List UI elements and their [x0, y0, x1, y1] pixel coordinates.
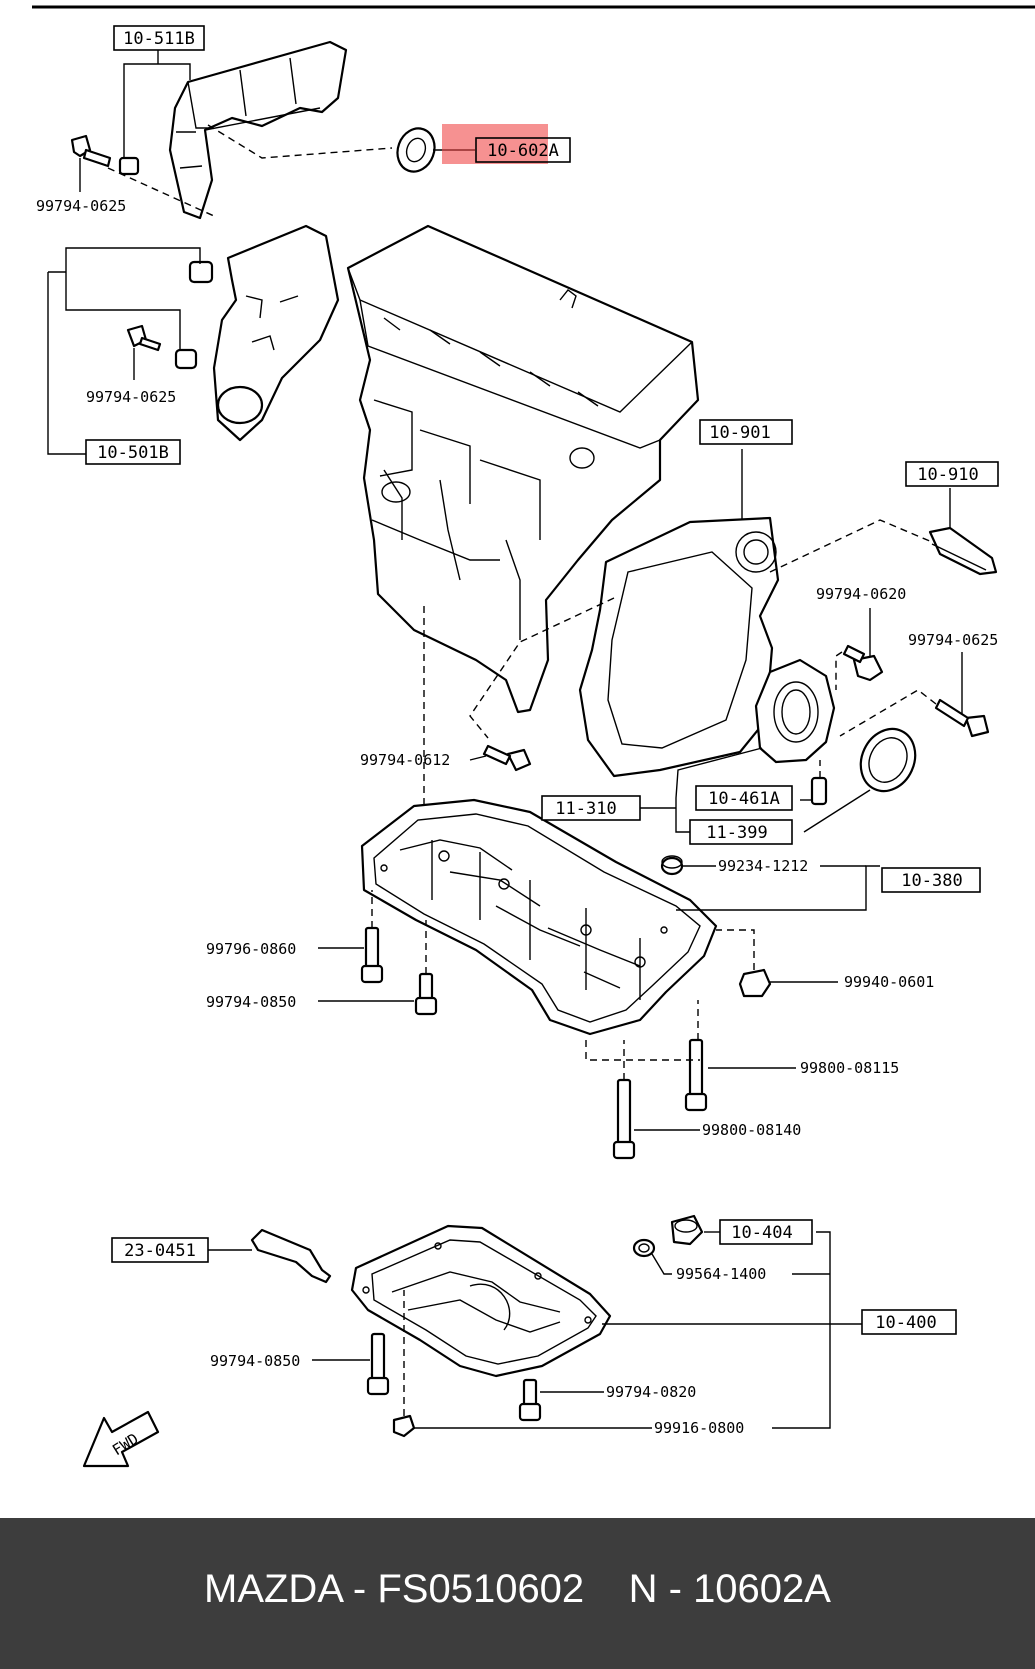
- svg-text:10-380: 10-380: [901, 871, 962, 891]
- label-99794-0620[interactable]: 99794-0620: [816, 585, 906, 603]
- rear-plate-10-901: [578, 516, 780, 778]
- box-23-0451[interactable]: 23-0451: [111, 1237, 209, 1263]
- svg-text:23-0451: 23-0451: [124, 1241, 196, 1261]
- svg-text:10-501B: 10-501B: [97, 443, 169, 463]
- box-10-511B[interactable]: 10-511B: [113, 25, 205, 51]
- upper-timing-cover: [168, 40, 348, 220]
- parts-diagram: FWD 10-511B 10-602A 10-501B 10-901 10-91…: [32, 5, 1035, 1468]
- oil-strainer: [250, 1228, 332, 1284]
- label-99794-0850-upper[interactable]: 99794-0850: [206, 993, 296, 1011]
- label-99794-0820[interactable]: 99794-0820: [606, 1383, 696, 1401]
- nut-99940-0601: [738, 968, 772, 998]
- label-99794-0850-lower[interactable]: 99794-0850: [210, 1352, 300, 1370]
- box-10-501B[interactable]: 10-501B: [85, 439, 181, 465]
- box-10-380[interactable]: 10-380: [881, 867, 981, 893]
- footer-part-title: MAZDA - FS0510602 N - 10602A: [204, 1567, 831, 1611]
- engine-block: [346, 224, 700, 714]
- box-10-404[interactable]: 10-404: [719, 1219, 813, 1245]
- label-99794-0612[interactable]: 99794-0612: [360, 751, 450, 769]
- svg-text:11-310: 11-310: [555, 799, 616, 819]
- label-99916-0800[interactable]: 99916-0800: [654, 1419, 744, 1437]
- bolt-99794-0850-upper: [414, 972, 438, 1016]
- bolt-99794-0820: [518, 1378, 542, 1422]
- svg-text:10-602A: 10-602A: [487, 141, 559, 161]
- drain-washer: [632, 1238, 656, 1258]
- upper-cover-bolt: [70, 134, 112, 168]
- lower-timing-cover: [212, 224, 340, 442]
- upper-cover-grommet: [118, 156, 140, 176]
- label-99800-08140[interactable]: 99800-08140: [702, 1121, 801, 1139]
- label-99794-0625-mid[interactable]: 99794-0625: [86, 388, 176, 406]
- bolt-99794-0612: [482, 744, 532, 772]
- box-10-400[interactable]: 10-400: [861, 1309, 957, 1335]
- svg-text:10-404: 10-404: [731, 1223, 792, 1243]
- footer-bar: MAZDA - FS0510602 N - 10602A: [0, 1518, 1035, 1669]
- label-99564-1400[interactable]: 99564-1400: [676, 1265, 766, 1283]
- nut-99916-0800: [392, 1414, 416, 1438]
- oil-seal-10-602A: [396, 127, 436, 173]
- label-99800-08115[interactable]: 99800-08115: [800, 1059, 899, 1077]
- oil-pan-lower: [350, 1224, 612, 1378]
- rear-oil-seal: [859, 727, 917, 793]
- lower-cover-bolt: [126, 324, 162, 352]
- label-99234-1212[interactable]: 99234-1212: [718, 857, 808, 875]
- dowel-pin: [810, 776, 828, 806]
- box-11-310[interactable]: 11-310: [541, 795, 641, 821]
- bolt-99794-0625-right: [934, 698, 990, 738]
- box-10-910[interactable]: 10-910: [905, 461, 999, 487]
- label-99796-0860[interactable]: 99796-0860: [206, 940, 296, 958]
- svg-text:10-910: 10-910: [917, 465, 978, 485]
- bolt-99800-08140: [612, 1078, 636, 1160]
- label-99794-0625-top[interactable]: 99794-0625: [36, 197, 126, 215]
- bolt-99800-08115: [684, 1038, 708, 1112]
- bolt-99794-0620: [842, 644, 884, 682]
- cover-plate-10-910: [928, 526, 998, 576]
- bolt-99796-0860: [360, 926, 384, 984]
- label-99794-0625-right[interactable]: 99794-0625: [908, 631, 998, 649]
- lower-cover-grommet-a: [188, 260, 214, 284]
- label-99940-0601[interactable]: 99940-0601: [844, 973, 934, 991]
- fwd-arrow: FWD: [82, 1410, 160, 1468]
- bolt-99794-0850-lower: [366, 1332, 390, 1396]
- highlight-10-602A: [442, 124, 548, 164]
- box-10-461A[interactable]: 10-461A: [695, 785, 793, 811]
- svg-text:10-901: 10-901: [709, 423, 770, 443]
- box-11-399[interactable]: 11-399: [689, 819, 793, 845]
- rear-seal-housing: [754, 658, 836, 764]
- oil-pan-upper: [360, 798, 718, 1036]
- box-10-901[interactable]: 10-901: [699, 419, 793, 445]
- svg-text:10-511B: 10-511B: [123, 29, 195, 49]
- plug-99234-1212: [660, 855, 684, 876]
- box-10-602A[interactable]: 10-602A: [475, 137, 571, 163]
- svg-text:10-400: 10-400: [875, 1313, 936, 1333]
- svg-text:11-399: 11-399: [706, 823, 767, 843]
- drain-plug: [670, 1214, 704, 1246]
- lower-cover-grommet-b: [174, 348, 198, 370]
- svg-text:10-461A: 10-461A: [708, 789, 780, 809]
